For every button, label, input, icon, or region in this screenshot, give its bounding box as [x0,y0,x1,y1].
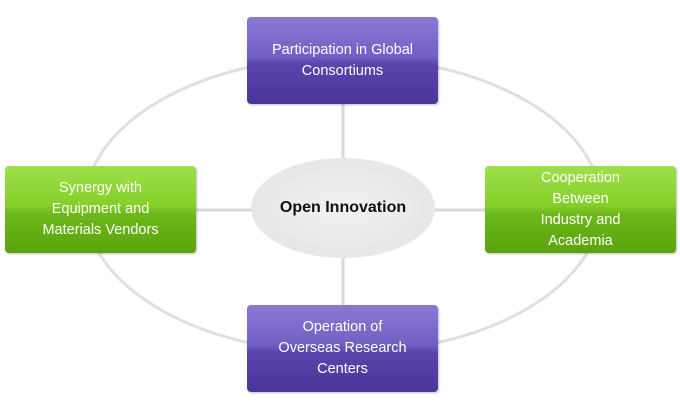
node-global-consortiums: Participation in Global Consortiums [247,17,438,104]
node-vendor-synergy: Synergy with Equipment and Materials Ven… [5,166,196,253]
node-industry-academia: Cooperation Between Industry and Academi… [485,166,676,253]
node-overseas-research: Operation of Overseas Research Centers [247,305,438,392]
center-node: Open Innovation [251,158,435,258]
